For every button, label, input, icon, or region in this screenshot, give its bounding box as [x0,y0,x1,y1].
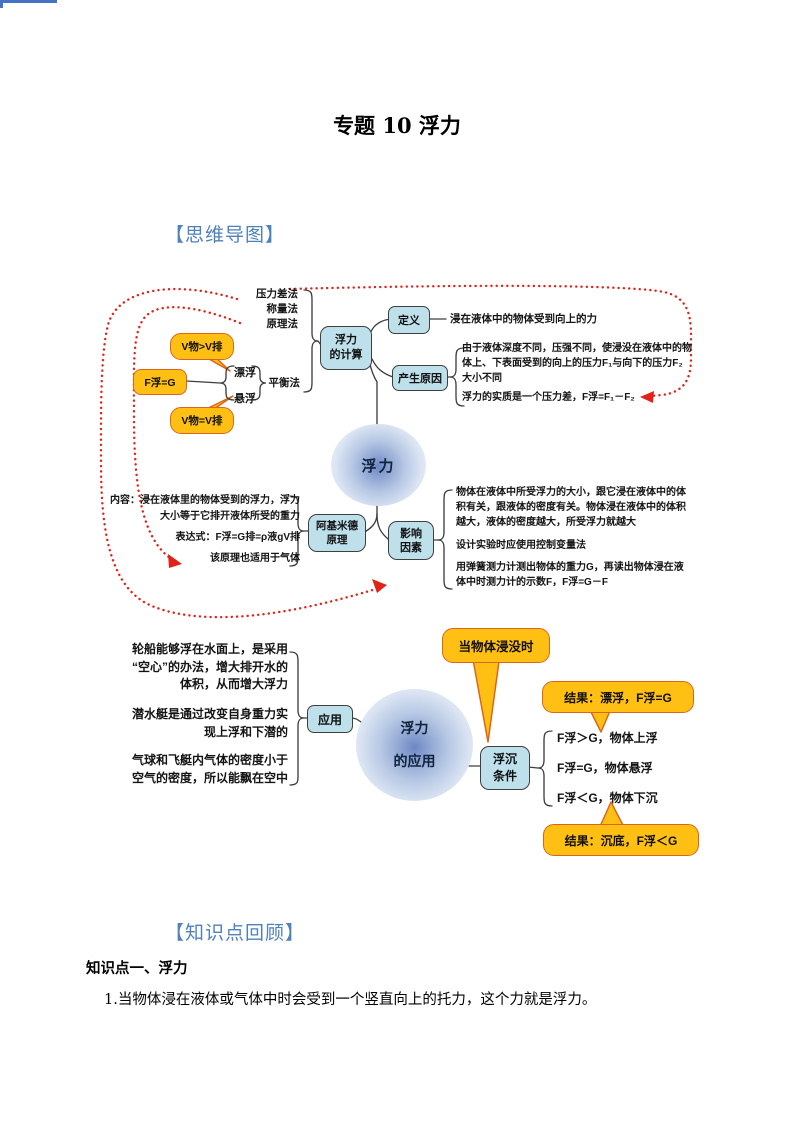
text-archimedes-formula: 表达式：F浮=G排=ρ液gV排 [175,532,300,543]
callout-result-sunk: 结果：沉底，F浮＜G [543,824,699,856]
text-archimedes-content: 内容：浸在液体里的物体受到的浮力，浮力 大小等于它排开液体所受的重力 [110,495,300,522]
knowledge-point-body: 1.当物体浸在液体或气体中时会受到一个竖直向上的托力，这个力就是浮力。 [104,992,597,1008]
page-corner-mark [0,0,57,3]
label-principle-method: 原理法 [266,318,299,330]
node-definition: 定义 [388,306,430,334]
node-buoyancy-application-center: 浮力 的应用 [356,689,473,801]
text-app-submarine: 潜水艇是通过改变自身重力实 现上浮和下潜的 [131,707,288,739]
callout-volume-greater: V物>V排 [170,333,234,360]
red-arrowhead-upright [372,579,387,593]
page-corner-mark-vertical [0,0,3,8]
label-suspended: 悬浮 [234,393,256,405]
knowledge-point-title: 知识点一、浮力 [86,961,188,977]
label-floating: 漂浮 [234,367,256,379]
text-archimedes-gas: 该原理也适用于气体 [210,553,300,564]
doc-title: 专题 10 浮力 [333,113,461,138]
mindmap-section-header: 【思维导图】 [165,224,286,246]
node-application: 应用 [307,705,353,733]
node-influencing-factors: 影响 因素 [388,521,434,560]
text-app-balloon: 气球和飞艇内气体的密度小于 空气的密度，所以能飘在空中 [131,753,288,785]
label-weighing-method: 称量法 [266,303,299,315]
callout-when-immersed: 当物体浸没时 [442,628,550,663]
label-pressure-diff-method: 压力差法 [256,288,298,300]
label-balance-method: 平衡法 [268,377,301,389]
text-app-ship: 轮船能够浮在水面上，是采用 “空心”的办法，增大排开水的 体积，从而增大浮力 [131,642,288,691]
red-arrowhead-left [640,391,654,403]
text-cause-essence: 浮力的实质是一个压力差，F浮=F₁－F₂ [462,392,635,403]
review-section-header: 【知识点回顾】 [165,922,306,944]
text-condition-suspend: F浮=G，物体悬浮 [557,761,653,775]
node-buoyancy-calculation: 浮力 的计算 [320,326,372,370]
callout-volume-equal: V物=V排 [170,407,234,434]
node-float-sink-conditions: 浮沉 条件 [480,746,530,790]
text-condition-sink: F浮＜G，物体下沉 [557,791,658,805]
text-condition-rise: F浮＞G，物体上浮 [557,731,658,745]
node-buoyancy-center: 浮力 [331,424,426,506]
text-factors-volume-density: 物体在液体中所受浮力的大小，跟它浸在液体中的体 积有关，跟液体的密度有关。物体浸… [456,487,686,528]
text-factors-spring-scale: 用弹簧测力计测出物体的重力G，再读出物体浸在液 体中时测力计的示数F，F浮=G－… [456,562,684,588]
text-definition: 浸在液体中的物体受到向上的力 [450,313,597,325]
node-cause: 产生原因 [392,365,448,391]
text-cause-main: 由于液体深度不同，压强不同，使浸没在液体中的物 体上、下表面受到的向上的压力F₁… [462,343,692,384]
tail-immersed-bubble [471,653,501,743]
text-factors-control-variable: 设计实验时应使用控制变量法 [456,540,586,551]
callout-result-floating: 结果：漂浮，F浮=G [542,681,694,713]
callout-f-equals-g: F浮=G [133,369,187,395]
node-archimedes-principle: 阿基米德 原理 [308,514,366,552]
